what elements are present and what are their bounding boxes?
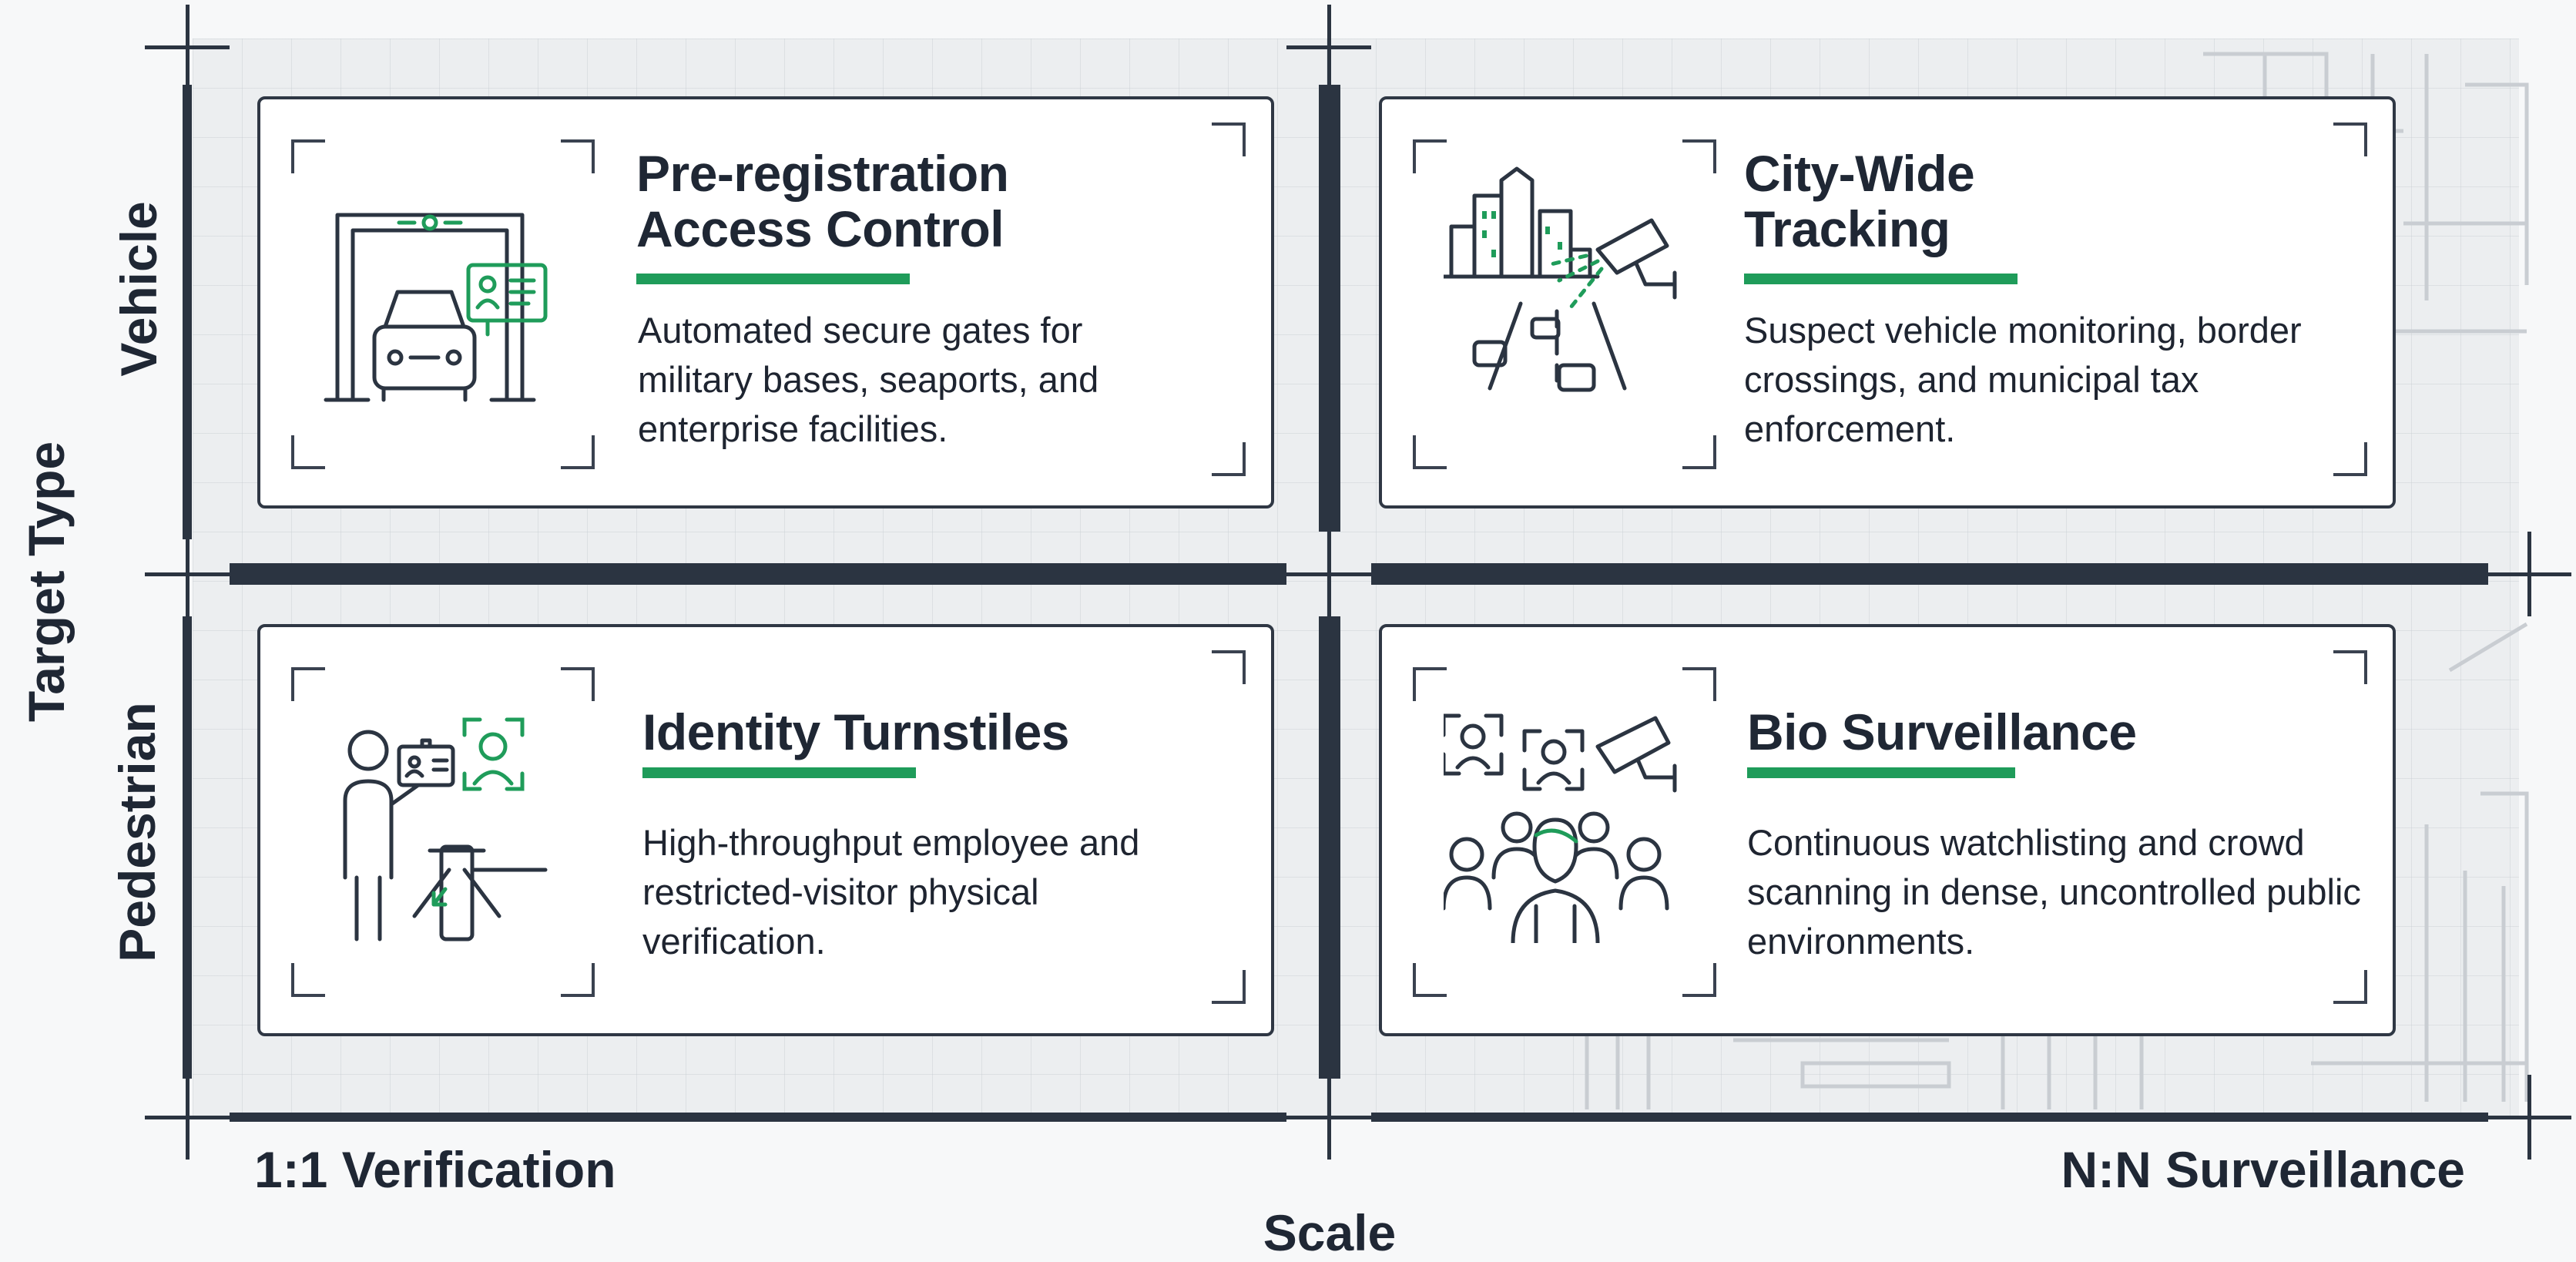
- corner-bracket: [2333, 650, 2367, 684]
- corner-bracket: [1212, 123, 1246, 156]
- corner-bracket: [291, 963, 325, 997]
- bottom-axis-bar-right: [1371, 1113, 2488, 1122]
- crowd-camera-icon: [1444, 713, 1677, 943]
- crosshair-mark: [145, 5, 230, 89]
- x-axis-label-left: 1:1 Verification: [254, 1141, 616, 1198]
- title-underline: [636, 274, 910, 284]
- middle-divider-left: [230, 563, 1286, 585]
- crosshair-mark: [1286, 5, 1371, 89]
- map-lineart-bottom: [1585, 1032, 2144, 1109]
- quadrant-card-city-tracking: City-Wide Tracking Suspect vehicle monit…: [1379, 96, 2396, 508]
- quadrant-card-identity-turnstiles: Identity Turnstiles High-throughput empl…: [257, 624, 1274, 1036]
- crosshair-mark: [145, 1075, 230, 1160]
- quadrant-description: Suspect vehicle monitoring, border cross…: [1744, 310, 2302, 449]
- bottom-axis-bar-left: [230, 1113, 1286, 1122]
- y-axis-label-pedestrian: Pedestrian: [109, 702, 166, 962]
- quadrant-description: Automated secure gates for military base…: [638, 310, 1099, 449]
- turnstile-person-icon: [343, 717, 548, 941]
- quadrant-description: Continuous watchlisting and crowd scanni…: [1747, 822, 2361, 962]
- corner-bracket: [561, 139, 595, 173]
- corner-bracket: [1682, 435, 1716, 469]
- corner-bracket: [291, 667, 325, 701]
- center-divider-top: [1319, 85, 1340, 532]
- corner-bracket: [1212, 650, 1246, 684]
- corner-bracket: [1413, 139, 1447, 173]
- x-axis-title: Scale: [1263, 1204, 1397, 1261]
- quadrant-title: Identity Turnstiles: [642, 703, 1070, 760]
- corner-bracket: [2333, 970, 2367, 1004]
- corner-bracket: [1212, 970, 1246, 1004]
- corner-bracket: [1682, 963, 1716, 997]
- corner-bracket: [2333, 442, 2367, 476]
- quadrant-title: Bio Surveillance: [1747, 703, 2137, 760]
- quadrant-title: Pre-registration Access Control: [636, 145, 1009, 257]
- corner-bracket: [2333, 123, 2367, 156]
- crosshair-mark: [2487, 1075, 2571, 1160]
- corner-bracket: [1413, 667, 1447, 701]
- corner-bracket: [1413, 435, 1447, 469]
- corner-bracket: [561, 667, 595, 701]
- left-axis-bar-top: [183, 85, 192, 539]
- corner-bracket: [1682, 667, 1716, 701]
- title-underline: [1744, 274, 2018, 284]
- title-underline: [642, 767, 916, 778]
- title-underline: [1747, 767, 2015, 778]
- corner-bracket: [1682, 139, 1716, 173]
- corner-bracket: [1413, 963, 1447, 997]
- crosshair-mark: [145, 532, 230, 616]
- x-axis-label-right: N:N Surveillance: [2061, 1141, 2465, 1198]
- corner-bracket: [1212, 442, 1246, 476]
- y-axis-label-vehicle: Vehicle: [110, 201, 167, 377]
- corner-bracket: [291, 139, 325, 173]
- quadrant-description: High-throughput employee and restricted-…: [642, 822, 1140, 962]
- quadrant-card-bio-surveillance: Bio Surveillance Continuous watchlisting…: [1379, 624, 2396, 1036]
- quadrant-card-access-control: Pre-registration Access Control Automate…: [257, 96, 1274, 508]
- y-axis-title: Target Type: [18, 441, 75, 723]
- crosshair-mark: [1286, 1075, 1371, 1160]
- corner-bracket: [561, 435, 595, 469]
- crosshair-mark: [1286, 532, 1371, 616]
- center-divider-bottom: [1319, 616, 1340, 1079]
- corner-bracket: [561, 963, 595, 997]
- quadrant-title: City-Wide Tracking: [1744, 145, 1975, 257]
- city-camera-icon: [1444, 166, 1677, 392]
- map-lineart: [2203, 52, 2529, 1102]
- middle-divider-right: [1371, 563, 2488, 585]
- left-axis-bar-bottom: [183, 616, 192, 1079]
- gate-car-icon: [324, 213, 548, 402]
- crosshair-mark: [2487, 532, 2571, 616]
- corner-bracket: [291, 435, 325, 469]
